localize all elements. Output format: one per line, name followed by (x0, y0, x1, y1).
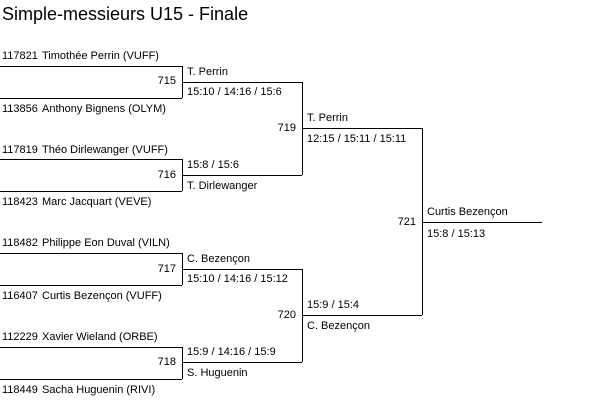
player-name[interactable]: Philippe Eon Duval (VILN) (42, 237, 170, 249)
bracket-line (0, 159, 182, 160)
bracket-line (0, 285, 182, 286)
final-winner: Curtis Bezençon (427, 206, 508, 218)
final-score: 15:8 / 15:13 (427, 228, 486, 240)
bracket-line (0, 66, 182, 67)
page-title: Simple-messieurs U15 - Finale (2, 4, 249, 24)
match-score: 15:9 / 15:4 (307, 299, 359, 311)
match-number: 717 (157, 263, 176, 275)
match-score: 15:9 / 14:16 / 15:9 (187, 346, 276, 358)
match-winner: T. Dirlewanger (187, 180, 258, 192)
match-number: 715 (157, 75, 176, 87)
bracket-line (0, 98, 182, 99)
player-id: 118482 (2, 237, 38, 249)
match-winner: T. Perrin (307, 112, 348, 124)
match-winner: T. Perrin (187, 66, 228, 78)
bracket-line (0, 379, 182, 380)
bracket-line (302, 315, 422, 316)
player-name[interactable]: Curtis Bezençon (VUFF) (42, 290, 162, 302)
player-name[interactable]: Théo Dirlewanger (VUFF) (42, 144, 168, 156)
match-number: 720 (277, 309, 296, 321)
bracket-line (182, 82, 302, 83)
bracket-line (302, 128, 422, 129)
bracket-line (182, 175, 302, 176)
player-id: 117819 (2, 144, 38, 156)
player-id: 112229 (2, 331, 38, 343)
bracket-line (0, 191, 182, 192)
bracket-line (0, 347, 182, 348)
player-id: 118449 (2, 384, 38, 396)
player-name[interactable]: Xavier Wieland (ORBE) (42, 331, 158, 343)
player-id: 113856 (2, 103, 38, 115)
player-id: 116407 (2, 290, 38, 302)
match-score: 12:15 / 15:11 / 15:11 (307, 133, 407, 145)
match-winner: C. Bezençon (307, 320, 370, 332)
bracket-line (422, 222, 542, 223)
player-name[interactable]: Sacha Huguenin (RIVI) (42, 384, 156, 396)
player-name[interactable]: Marc Jacquart (VEVE) (42, 196, 152, 208)
player-id: 117821 (2, 50, 38, 62)
bracket-line (182, 362, 302, 363)
player-id: 118423 (2, 196, 38, 208)
player-name[interactable]: Anthony Bignens (OLYM) (42, 103, 166, 115)
match-number: 716 (157, 169, 176, 181)
bracket-line (182, 269, 302, 270)
match-score: 15:10 / 14:16 / 15:12 (187, 273, 288, 285)
bracket-line (422, 128, 423, 315)
match-winner: S. Huguenin (187, 367, 248, 379)
bracket-line (0, 253, 182, 254)
bracket-line (182, 347, 183, 379)
match-number: 721 (397, 216, 416, 228)
match-score: 15:8 / 15:6 (187, 159, 239, 171)
match-number: 718 (157, 356, 176, 368)
player-name[interactable]: Timothée Perrin (VUFF) (42, 50, 159, 62)
match-score: 15:10 / 14:16 / 15:6 (187, 86, 282, 98)
match-winner: C. Bezençon (187, 253, 250, 265)
match-number: 719 (277, 122, 296, 134)
